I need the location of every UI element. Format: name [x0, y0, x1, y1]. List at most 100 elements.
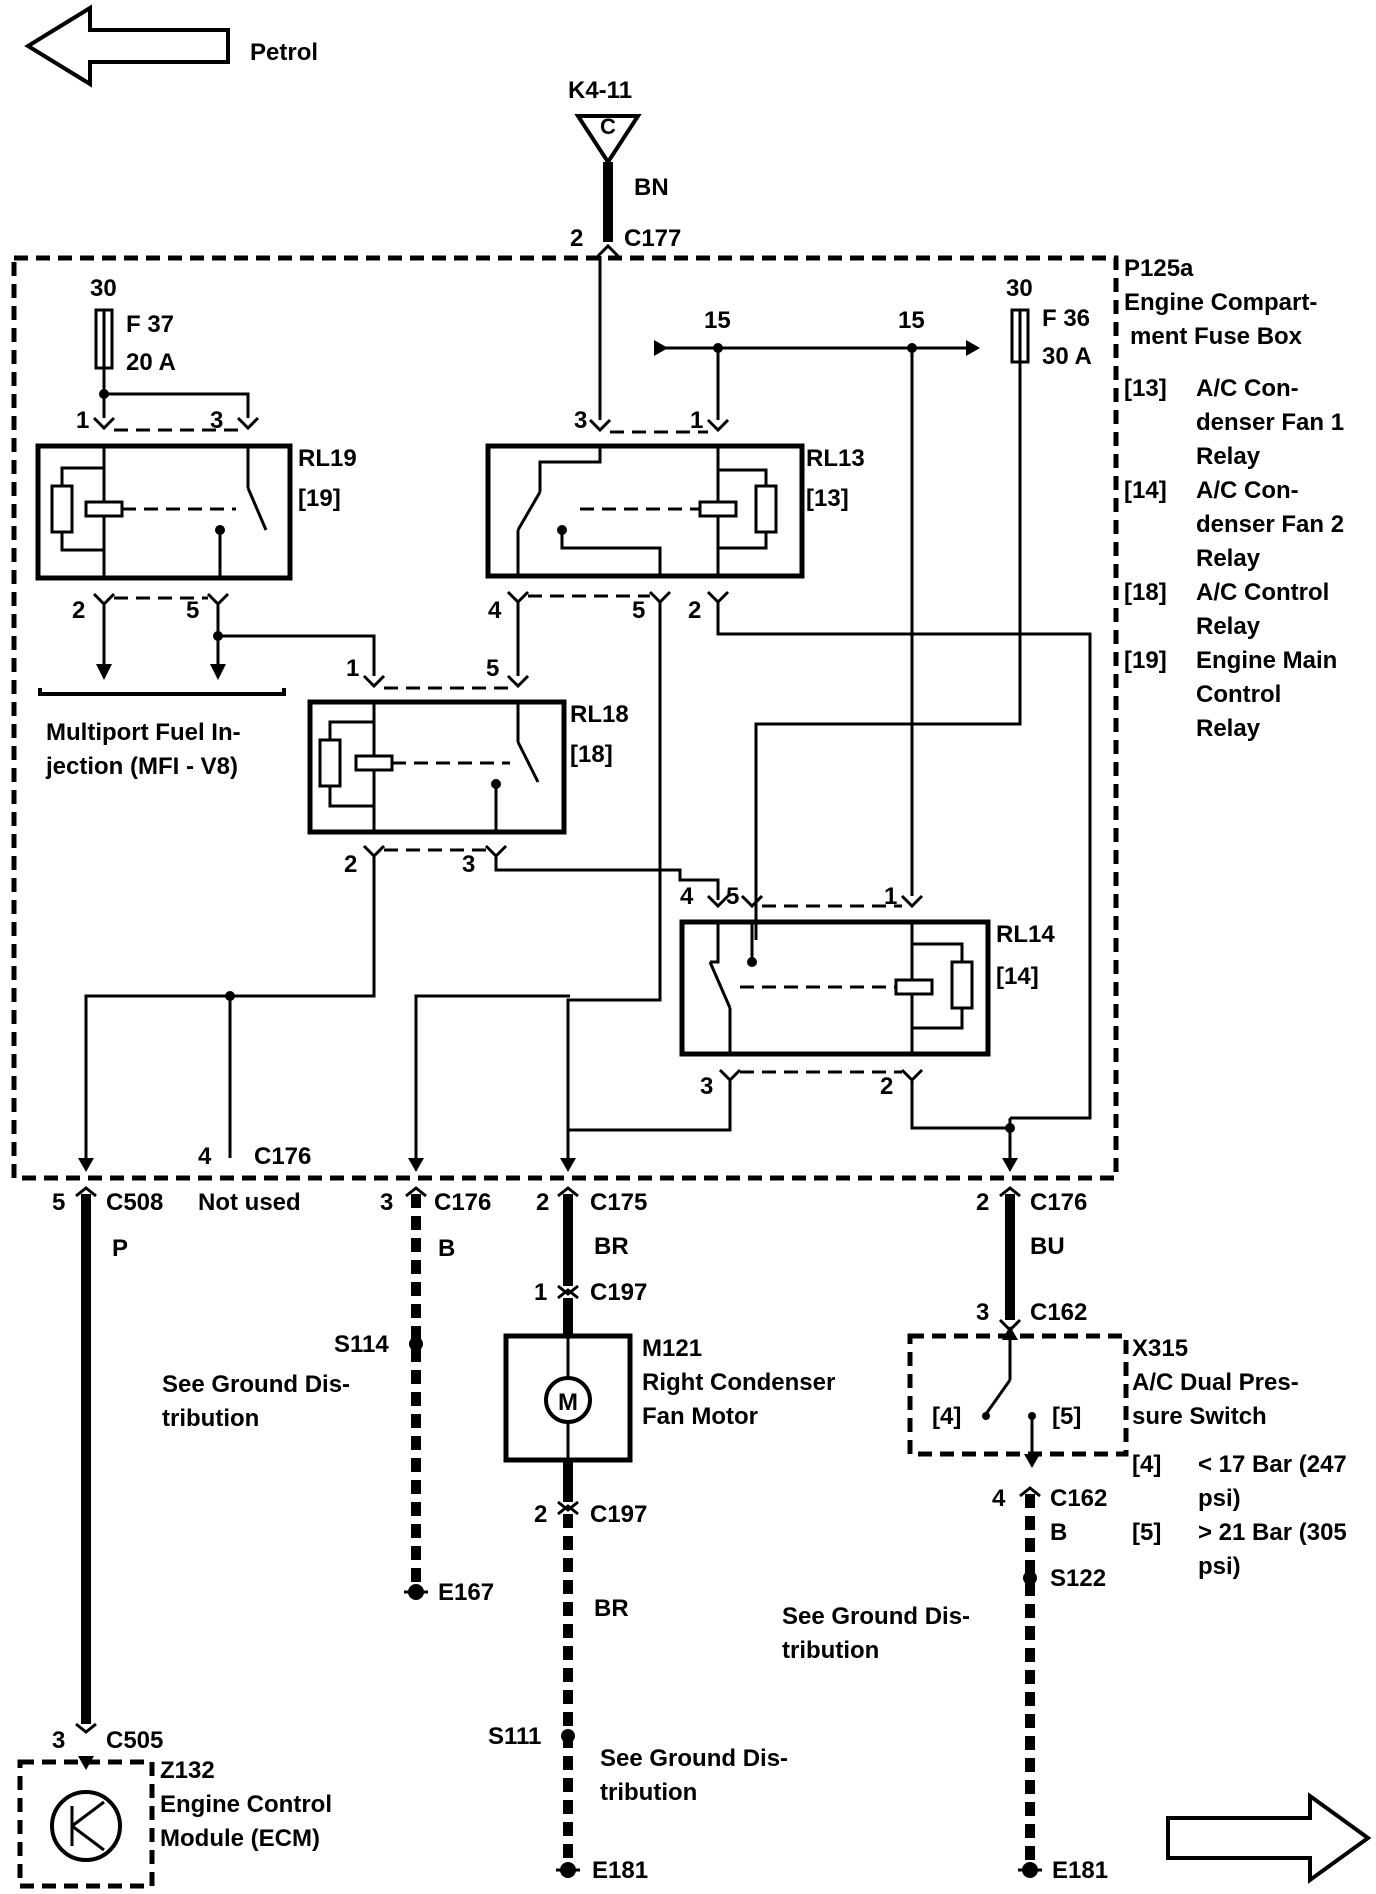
bus-15-left: 15	[704, 307, 731, 334]
c508-pin: 5	[52, 1189, 65, 1216]
c197b-pin: 2	[534, 1501, 547, 1528]
rl18-name: RL18	[570, 701, 629, 728]
mfi-label-line2: jection (MFI - V8)	[45, 753, 238, 780]
switch-note5-code: [5]	[1132, 1519, 1161, 1546]
legend-text-13-c: Relay	[1196, 443, 1261, 470]
f37-rating: 20 A	[126, 349, 176, 376]
box-connector-plug: C176	[254, 1143, 311, 1170]
source-pin: 2	[570, 225, 583, 252]
motor-id: M121	[642, 1335, 702, 1362]
ground-note-left-2: tribution	[162, 1405, 259, 1432]
legend-code-14: [14]	[1124, 477, 1167, 504]
switch-pos-4: [4]	[932, 1403, 961, 1430]
box-connector-pin: 4	[198, 1143, 212, 1170]
ecm-z132	[17, 1756, 155, 1889]
legend-text-13-a: A/C Con-	[1196, 375, 1299, 402]
legend-text-14-a: A/C Con-	[1196, 477, 1299, 504]
c175-pin: 2	[536, 1189, 549, 1216]
ecm-id: Z132	[160, 1757, 215, 1784]
switch-note5-line1: > 21 Bar (305	[1198, 1519, 1347, 1546]
rl18-pin-2: 2	[344, 851, 357, 878]
s114-label: S114	[334, 1331, 389, 1358]
source-plug: C177	[624, 225, 681, 252]
switch-note4-code: [4]	[1132, 1451, 1161, 1478]
c175-color: BR	[594, 1233, 629, 1260]
rl14-ref: [14]	[996, 963, 1039, 990]
c176a-pin: 3	[380, 1189, 393, 1216]
s111-label: S111	[488, 1723, 541, 1750]
legend-text-19-a: Engine Main	[1196, 647, 1337, 674]
switch-name-line1: A/C Dual Pres-	[1132, 1369, 1299, 1396]
c176a-plug: C176	[434, 1189, 491, 1216]
legend-code-19: [19]	[1124, 647, 1167, 674]
prev-page-arrow[interactable]	[24, 4, 230, 88]
rl13-name: RL13	[806, 445, 865, 472]
legend-text-19-c: Relay	[1196, 715, 1261, 742]
rl13-pin-3: 3	[574, 407, 587, 434]
mfi-label-line1: Multiport Fuel In-	[46, 719, 241, 746]
rl18-pin-3: 3	[462, 851, 475, 878]
f37-name: F 37	[126, 311, 174, 338]
rl13-ref: [13]	[806, 485, 849, 512]
ground-note-right-2: tribution	[782, 1637, 879, 1664]
motor-symbol: M	[558, 1389, 578, 1416]
legend-text-13-b: denser Fan 1	[1196, 409, 1344, 436]
ecm-name-line1: Engine Control	[160, 1791, 332, 1818]
ground-note-middle-2: tribution	[600, 1779, 697, 1806]
rl14-pin-3: 3	[700, 1073, 713, 1100]
rl13-pin-5: 5	[632, 597, 645, 624]
rl14-pin-4: 4	[680, 883, 694, 910]
c197b-plug: C197	[590, 1501, 647, 1528]
ground-note-left-1: See Ground Dis-	[162, 1371, 350, 1398]
rl19-pin-5: 5	[186, 597, 199, 624]
f37-feed: 30	[90, 275, 117, 302]
c197b-wire-color: BR	[594, 1595, 629, 1622]
relay-legend: [13] A/C Con- denser Fan 1 Relay [14] A/…	[1124, 375, 1344, 742]
legend-text-18-b: Relay	[1196, 613, 1261, 640]
ground-e181-middle-symbol	[556, 1862, 580, 1878]
c505-pin: 3	[52, 1727, 65, 1754]
rl18-pin-1: 1	[346, 655, 359, 682]
relay-rl13: 3 1 RL13 [13] 4 5 2	[485, 407, 865, 624]
fuse-box-id: P125a	[1124, 255, 1194, 282]
c508-plug: C508	[106, 1189, 163, 1216]
rl18-ref: [18]	[570, 741, 613, 768]
f36-rating: 30 A	[1042, 343, 1092, 370]
relay-rl14: 4 5 1 RL14 [14] 3 2	[679, 883, 1055, 1100]
e181-middle-label: E181	[592, 1857, 648, 1884]
ground-e181-right-symbol	[1018, 1862, 1042, 1878]
rl19-pin-1: 1	[76, 407, 89, 434]
relay-rl19: 1 3 RL19 [19] 2 5	[35, 407, 357, 624]
rl13-pin-4: 4	[488, 597, 502, 624]
legend-text-14-b: denser Fan 2	[1196, 511, 1344, 538]
fuse-box-name-line1: Engine Compart-	[1124, 289, 1317, 316]
switch-pos-5: [5]	[1052, 1403, 1081, 1430]
fuse-box-outline	[11, 255, 1119, 1181]
c176a-color: B	[438, 1235, 455, 1262]
switch-x315: [4] [5]	[907, 1333, 1129, 1468]
legend-text-18-a: A/C Control	[1196, 579, 1329, 606]
rl19-pin-3: 3	[210, 407, 223, 434]
e167-label: E167	[438, 1579, 494, 1606]
rl18-pin-5: 5	[486, 655, 499, 682]
ecm-name-line2: Module (ECM)	[160, 1825, 320, 1852]
c197a-plug: C197	[590, 1279, 647, 1306]
e181-right-label: E181	[1052, 1857, 1108, 1884]
legend-code-13: [13]	[1124, 375, 1167, 402]
prev-page-label: Petrol	[250, 39, 318, 66]
f36-name: F 36	[1042, 305, 1090, 332]
switch-note4-line2: psi)	[1198, 1485, 1241, 1512]
next-page-arrow[interactable]	[1166, 1792, 1372, 1884]
c176b-color: BU	[1030, 1233, 1065, 1260]
c508-color: P	[112, 1235, 128, 1262]
legend-text-14-c: Relay	[1196, 545, 1261, 572]
rl13-pin-2: 2	[688, 597, 701, 624]
s122-label: S122	[1050, 1565, 1106, 1592]
rl19-pin-2: 2	[72, 597, 85, 624]
c162b-pin: 4	[992, 1485, 1006, 1512]
c162a-plug: C162	[1030, 1299, 1087, 1326]
rl14-pin-1: 1	[884, 883, 897, 910]
fuse-box-name-line2: ment Fuse Box	[1130, 323, 1303, 350]
bus-15-right: 15	[898, 307, 925, 334]
c162b-plug: C162	[1050, 1485, 1107, 1512]
